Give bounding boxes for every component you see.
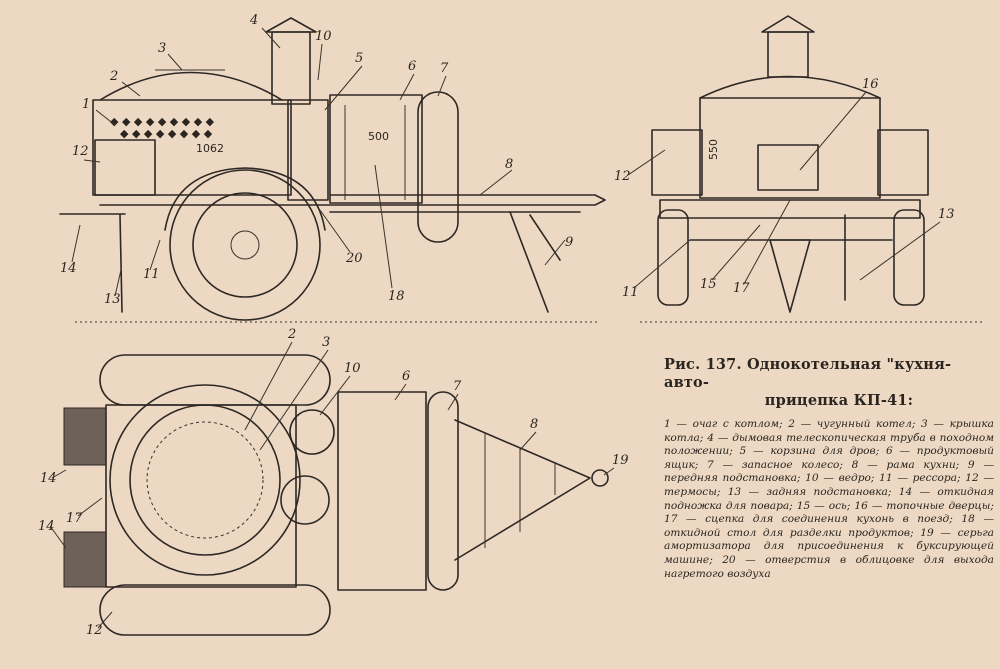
callout-label: 2 <box>287 327 296 342</box>
callout-label: 7 <box>453 379 462 394</box>
callout-label: 1 <box>82 97 90 112</box>
spare-wheel <box>417 91 459 243</box>
figure-caption: Рис. 137. Однокотельная "кухня-авто- при… <box>664 356 994 581</box>
callout-label: 4 <box>249 13 258 28</box>
step-plate-lower <box>63 531 107 588</box>
callout-label: 20 <box>345 251 363 266</box>
firewood-basket <box>287 99 329 201</box>
dim-500: 500 <box>368 130 389 143</box>
frame-front <box>659 199 921 219</box>
figure-number: Рис. 137. <box>664 356 742 373</box>
svg-text:◆ ◆ ◆ ◆ ◆ ◆ ◆ ◆ ◆: ◆ ◆ ◆ ◆ ◆ ◆ ◆ ◆ ◆ <box>110 115 215 128</box>
thermos-right <box>877 129 929 196</box>
boiler-lid <box>699 75 881 99</box>
callout-label: 14 <box>40 471 57 486</box>
kitchen-frame <box>99 194 606 206</box>
thermos <box>94 139 156 196</box>
callout-label: 6 <box>408 59 416 74</box>
callout-label: 17 <box>733 281 750 296</box>
title-line-1: Однокотельная "кухня-авто- <box>664 356 952 391</box>
frame-drawbar <box>454 419 591 561</box>
wheel-top-lower <box>99 584 331 636</box>
callout-label: 10 <box>315 29 332 44</box>
boiler-inner <box>146 421 264 539</box>
front-stand <box>509 211 561 313</box>
wheel-left <box>657 209 689 306</box>
callout-label: 3 <box>322 335 330 350</box>
chimney-cap <box>265 17 317 33</box>
dim-1062: 1062 <box>196 142 224 155</box>
svg-text:◆ ◆ ◆ ◆ ◆ ◆ ◆ ◆: ◆ ◆ ◆ ◆ ◆ ◆ ◆ ◆ <box>120 127 213 140</box>
side-callouts: 1 2 3 4 10 5 6 7 8 9 12 11 13 14 20 18 <box>60 13 573 307</box>
callout-label: 8 <box>530 417 538 432</box>
chimney <box>767 31 809 78</box>
spare-wheel <box>427 391 459 591</box>
top-view: 2 3 10 6 7 8 19 14 17 14 12 <box>38 327 629 638</box>
callout-label: 7 <box>440 61 449 76</box>
product-box <box>329 94 423 204</box>
chimney-top <box>280 475 330 525</box>
rear-stand <box>119 214 123 313</box>
callout-label: 11 <box>622 285 639 300</box>
wheel-right <box>893 209 925 306</box>
callout-label: 12 <box>86 623 103 638</box>
callout-label: 17 <box>66 511 83 526</box>
callout-label: 18 <box>388 289 405 304</box>
boiler-lid-ring <box>129 404 281 556</box>
coupling <box>769 239 811 313</box>
caption-title: Рис. 137. Однокотельная "кухня-авто- при… <box>664 356 994 410</box>
tow-shackle <box>591 469 609 487</box>
chimney-cap <box>761 15 815 33</box>
wheel-fender <box>164 167 326 231</box>
boiler-lid <box>99 71 283 101</box>
callout-label: 5 <box>355 51 363 66</box>
top-callouts: 2 3 10 6 7 8 19 14 17 14 12 <box>38 327 629 638</box>
callout-label: 3 <box>158 41 166 56</box>
boiler-outer <box>109 384 301 576</box>
wheel-tyre <box>169 169 321 321</box>
callout-label: 9 <box>565 235 573 250</box>
title-line-2: прицепка КП-41: <box>764 392 914 409</box>
callout-label: 6 <box>402 369 410 384</box>
side-view: ◆ ◆ ◆ ◆ ◆ ◆ ◆ ◆ ◆ ◆ ◆ ◆ ◆ ◆ ◆ ◆ ◆ 1062 5… <box>59 13 606 323</box>
front-callouts: 16 12 13 11 15 17 <box>614 77 955 300</box>
thermos-left <box>651 129 703 196</box>
callout-label: 2 <box>109 69 118 84</box>
vent-holes: ◆ ◆ ◆ ◆ ◆ ◆ ◆ ◆ ◆ ◆ ◆ ◆ ◆ ◆ ◆ ◆ ◆ <box>110 115 215 140</box>
callout-label: 19 <box>612 453 629 468</box>
hearth-body <box>699 97 881 199</box>
callout-label: 12 <box>614 169 631 184</box>
hearth-top <box>105 404 297 588</box>
bucket <box>289 409 335 455</box>
callout-label: 14 <box>60 261 77 276</box>
chimney <box>271 31 311 105</box>
dim-550: 550 <box>707 139 720 160</box>
caption-legend: 1 — очаг с котлом; 2 — чугунный котел; 3… <box>664 418 994 580</box>
callout-label: 11 <box>143 267 160 282</box>
callout-label: 8 <box>505 157 513 172</box>
front-view: 550 16 12 13 11 15 17 <box>614 15 985 323</box>
firebox-doors <box>757 144 819 191</box>
callout-label: 14 <box>38 519 55 534</box>
step-plate-upper <box>63 407 107 466</box>
wheel-rim <box>192 192 298 298</box>
callout-label: 13 <box>938 207 955 222</box>
wheel-hub <box>230 230 260 260</box>
callout-label: 15 <box>700 277 717 292</box>
callout-label: 13 <box>104 292 121 307</box>
product-box <box>337 391 427 591</box>
callout-label: 10 <box>344 361 361 376</box>
hearth-body <box>92 99 292 196</box>
callout-label: 16 <box>862 77 879 92</box>
callout-label: 12 <box>72 144 89 159</box>
